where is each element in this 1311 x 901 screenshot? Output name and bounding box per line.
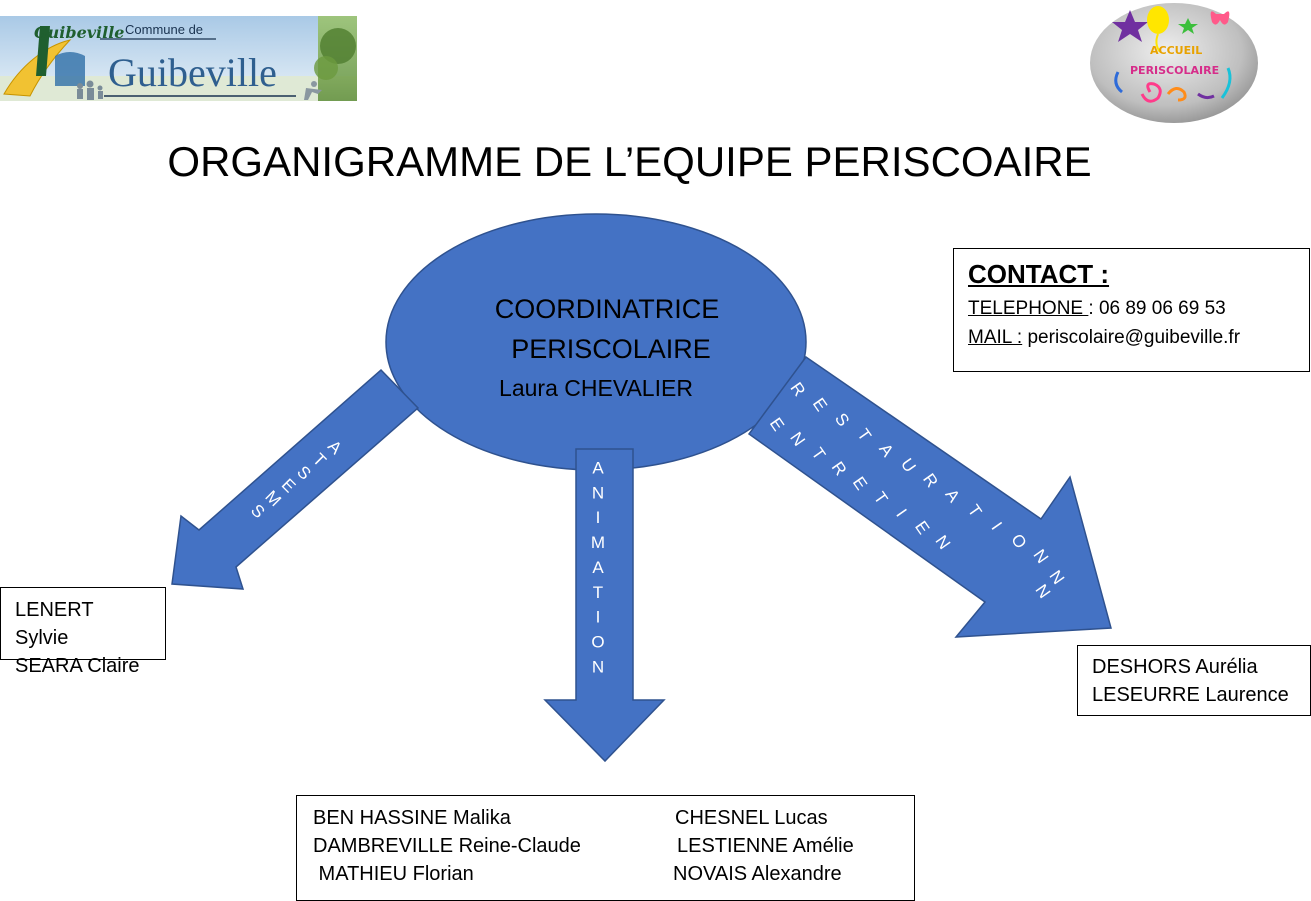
animation-member: NOVAIS Alexandre [673,863,842,885]
animation-member: LESTIENNE Amélie [677,835,854,857]
arrow-letter: M [591,533,605,552]
animation-member: MATHIEU Florian [313,863,474,885]
phone-sep: : [1088,298,1099,319]
atsem-member: SEARA Claire [15,655,140,677]
commune-prefix: Commune de [125,22,203,37]
atsem-team-box: LENERT Sylvie SEARA Claire [0,587,166,677]
contact-box: CONTACT : TELEPHONE : 06 89 06 69 53 MAI… [953,248,1310,372]
phone-number: 06 89 06 69 53 [1098,298,1226,319]
contact-title: CONTACT : [968,259,1110,289]
animation-member: BEN HASSINE Malika [313,807,511,829]
restauration-team-box: DESHORS Aurélia LESEURRE Laurence [1077,645,1311,716]
atsem-member: LENERT Sylvie [15,599,94,649]
coordinator-name: Laura CHEVALIER [499,375,693,401]
page-title: ORGANIGRAMME DE L’EQUIPE PERISCOAIRE [0,138,1311,186]
arrow-letter: T [593,583,603,602]
restauration-member: DESHORS Aurélia [1092,656,1258,678]
coordinator-title-line1: COORDINATRICE [495,294,720,324]
badge-line1: ACCUEIL [1150,44,1202,57]
mail-address: periscolaire@guibeville.fr [1022,327,1241,348]
contact-phone-line: TELEPHONE : 06 89 06 69 53 [968,294,1295,323]
atsem-arrow [171,368,420,590]
balloon-icon [1147,6,1169,34]
phone-label: TELEPHONE [968,298,1089,319]
badge-line2: PERISCOLAIRE [1130,64,1219,77]
star-icon [1112,10,1148,42]
animation-team-box: BEN HASSINE Malika DAMBREVILLE Reine-Cla… [296,795,915,901]
contact-mail-line: MAIL : periscolaire@guibeville.fr [968,323,1295,352]
arrow-letter: N [592,483,604,502]
arrow-letter: A [592,458,604,477]
restauration-member: LESEURRE Laurence [1092,684,1289,706]
arrow-letter: I [596,508,601,527]
arrow-letter: O [591,633,604,652]
animation-arrow [543,448,666,763]
animation-column-2: CHESNEL Lucas LESTIENNE Amélie NOVAIS Al… [673,804,854,888]
periscolaire-badge: ACCUEIL PERISCOLAIRE [1088,2,1260,124]
animation-member: CHESNEL Lucas [675,807,828,829]
arrow-letter: I [596,608,601,627]
page-title-text: ORGANIGRAMME DE L’EQUIPE PERISCOAIRE [167,138,1092,185]
logo-script-text: Guibeville [34,23,124,42]
arrow-letter: A [592,558,604,577]
butterfly-icon [1210,11,1230,25]
animation-member: DAMBREVILLE Reine-Claude [313,835,581,857]
animation-column-1: BEN HASSINE Malika DAMBREVILLE Reine-Cla… [313,804,581,888]
coordinator-title-line2: PERISCOLAIRE [511,334,711,364]
commune-name: Guibeville [108,50,277,95]
guibeville-logo: Guibeville Commune de Guibeville [0,16,357,101]
restauration-arrow [747,355,1112,638]
arrow-letter: N [592,657,604,676]
mail-label: MAIL : [968,327,1023,348]
